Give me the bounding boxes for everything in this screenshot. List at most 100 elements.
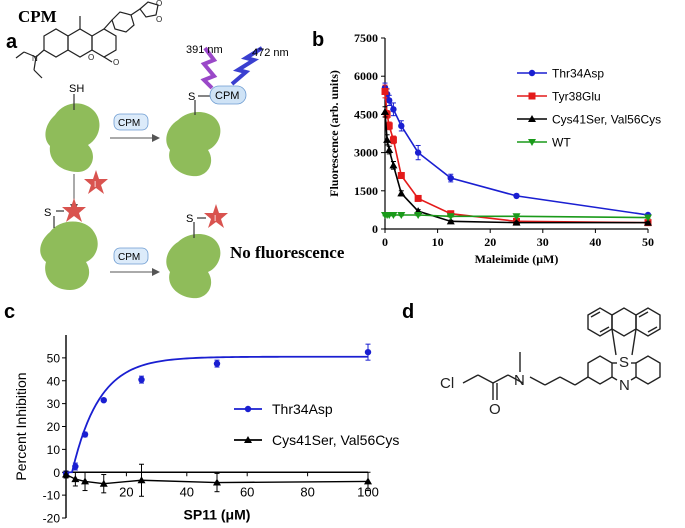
wavelength-391: 391 nm: [186, 44, 223, 56]
data-point: [414, 211, 423, 219]
cpm-atom-o-ring: O: [88, 53, 94, 62]
series-line: [384, 111, 648, 224]
sp11-atom-labels: S N N O Cl: [440, 354, 630, 418]
data-point: [512, 213, 521, 221]
data-point: [397, 189, 406, 197]
data-point: [364, 348, 372, 356]
inhibitor-star-bound-right: [204, 204, 228, 228]
data-point: [644, 218, 652, 226]
cpm-arrow-head-bottom: [152, 268, 160, 276]
atom-cl: Cl: [440, 375, 454, 392]
data-point: [390, 106, 397, 113]
cpm-arrow-label: CPM: [118, 118, 140, 129]
x-tick-label: 0: [382, 235, 388, 249]
data-point: [100, 396, 107, 404]
protein-free: [45, 103, 100, 172]
data-point: [513, 192, 520, 200]
x-tick-label: 80: [300, 484, 314, 499]
y-tick-label: -20: [43, 512, 61, 526]
cpm-tag: [209, 85, 247, 105]
cpm-atom-o-carbonyl: O: [113, 58, 119, 67]
data-point: [389, 136, 397, 144]
data-point: [381, 107, 389, 115]
panel-a: a CPM N O O O O SH: [6, 0, 345, 299]
data-point: [137, 476, 146, 484]
cpm-tag-label: CPM: [215, 90, 239, 102]
protein-labeled: [166, 111, 221, 177]
data-point: [397, 172, 405, 180]
legend-label: Thr34Asp: [552, 67, 604, 81]
atom-n-ring: N: [619, 377, 630, 394]
legend-label: Cys41Ser, Val56Cys: [272, 432, 399, 448]
x-tick-label: 100: [357, 484, 379, 499]
data-point: [72, 463, 79, 470]
data-point: [381, 87, 389, 95]
legend-marker: [528, 139, 536, 146]
sh-label: SH: [69, 83, 84, 95]
data-point: [398, 122, 405, 130]
y-tick-label: 50: [47, 351, 61, 365]
x-tick-label: 50: [642, 235, 654, 249]
y-tick-label: 6000: [354, 69, 378, 83]
panel-b-letter: b: [312, 29, 324, 51]
legend-marker: [244, 436, 252, 443]
data-point: [81, 431, 89, 438]
data-point: [99, 479, 108, 487]
x-tick-label: 20: [484, 235, 496, 249]
fit-curve: [66, 355, 369, 474]
data-point: [81, 477, 90, 485]
wavelength-472: 472 nm: [252, 47, 289, 59]
y-axis-label: Fluorescence (arb. units): [327, 70, 341, 197]
y-tick-label: 20: [47, 420, 61, 434]
data-point: [397, 211, 406, 219]
data-point: [512, 218, 521, 226]
x-tick-label: 60: [240, 484, 254, 499]
data-point: [364, 477, 372, 485]
s-label-bottom-right: S: [186, 213, 193, 225]
panel-d: d: [402, 301, 661, 418]
x-axis-label: Maleimide (μM): [475, 252, 559, 266]
data-point: [62, 470, 70, 478]
inhibitor-label-top: I: [94, 180, 96, 189]
x-tick-label: 10: [432, 235, 444, 249]
data-point: [414, 194, 422, 202]
panel-a-letter: a: [6, 31, 18, 53]
atom-o: O: [489, 401, 501, 418]
legend-label: WT: [552, 136, 571, 150]
data-point: [213, 478, 221, 486]
x-tick-label: 40: [180, 484, 194, 499]
x-axis-label: SP11 (μM): [184, 506, 251, 522]
legend-marker: [528, 69, 536, 77]
atom-s: S: [619, 354, 629, 371]
data-point: [383, 135, 392, 143]
inhibitor-star-bound-left: [62, 198, 86, 222]
excitation-zigzag: [200, 46, 218, 90]
cpm-arrow-label-box-bottom: [113, 247, 149, 265]
data-point: [447, 174, 454, 182]
y-tick-label: 30: [47, 397, 61, 411]
protein-inhibited-after: [166, 233, 221, 299]
y-tick-label: 0: [53, 466, 60, 480]
x-tick-label: 30: [537, 235, 549, 249]
protein-inhibited: [40, 221, 98, 290]
cpm-atom-o-lower: O: [156, 15, 162, 24]
data-point: [446, 217, 455, 225]
data-point: [138, 376, 145, 383]
y-tick-label: 3000: [354, 146, 378, 160]
legend-marker: [528, 115, 536, 122]
data-point: [414, 149, 422, 156]
inhibitor-star-top: [84, 170, 108, 194]
y-tick-label: 0: [372, 222, 378, 236]
cpm-atom-labels: N O O O O: [32, 0, 162, 67]
cpm-arrow-head: [152, 134, 160, 142]
y-tick-label: 1500: [354, 184, 378, 198]
cpm-atom-o-upper: O: [156, 0, 162, 8]
legend-label: Cys41Ser, Val56Cys: [552, 113, 661, 127]
y-tick-label: -10: [43, 489, 61, 503]
sp11-structure: [462, 307, 661, 400]
atom-n-amide: N: [514, 372, 525, 389]
